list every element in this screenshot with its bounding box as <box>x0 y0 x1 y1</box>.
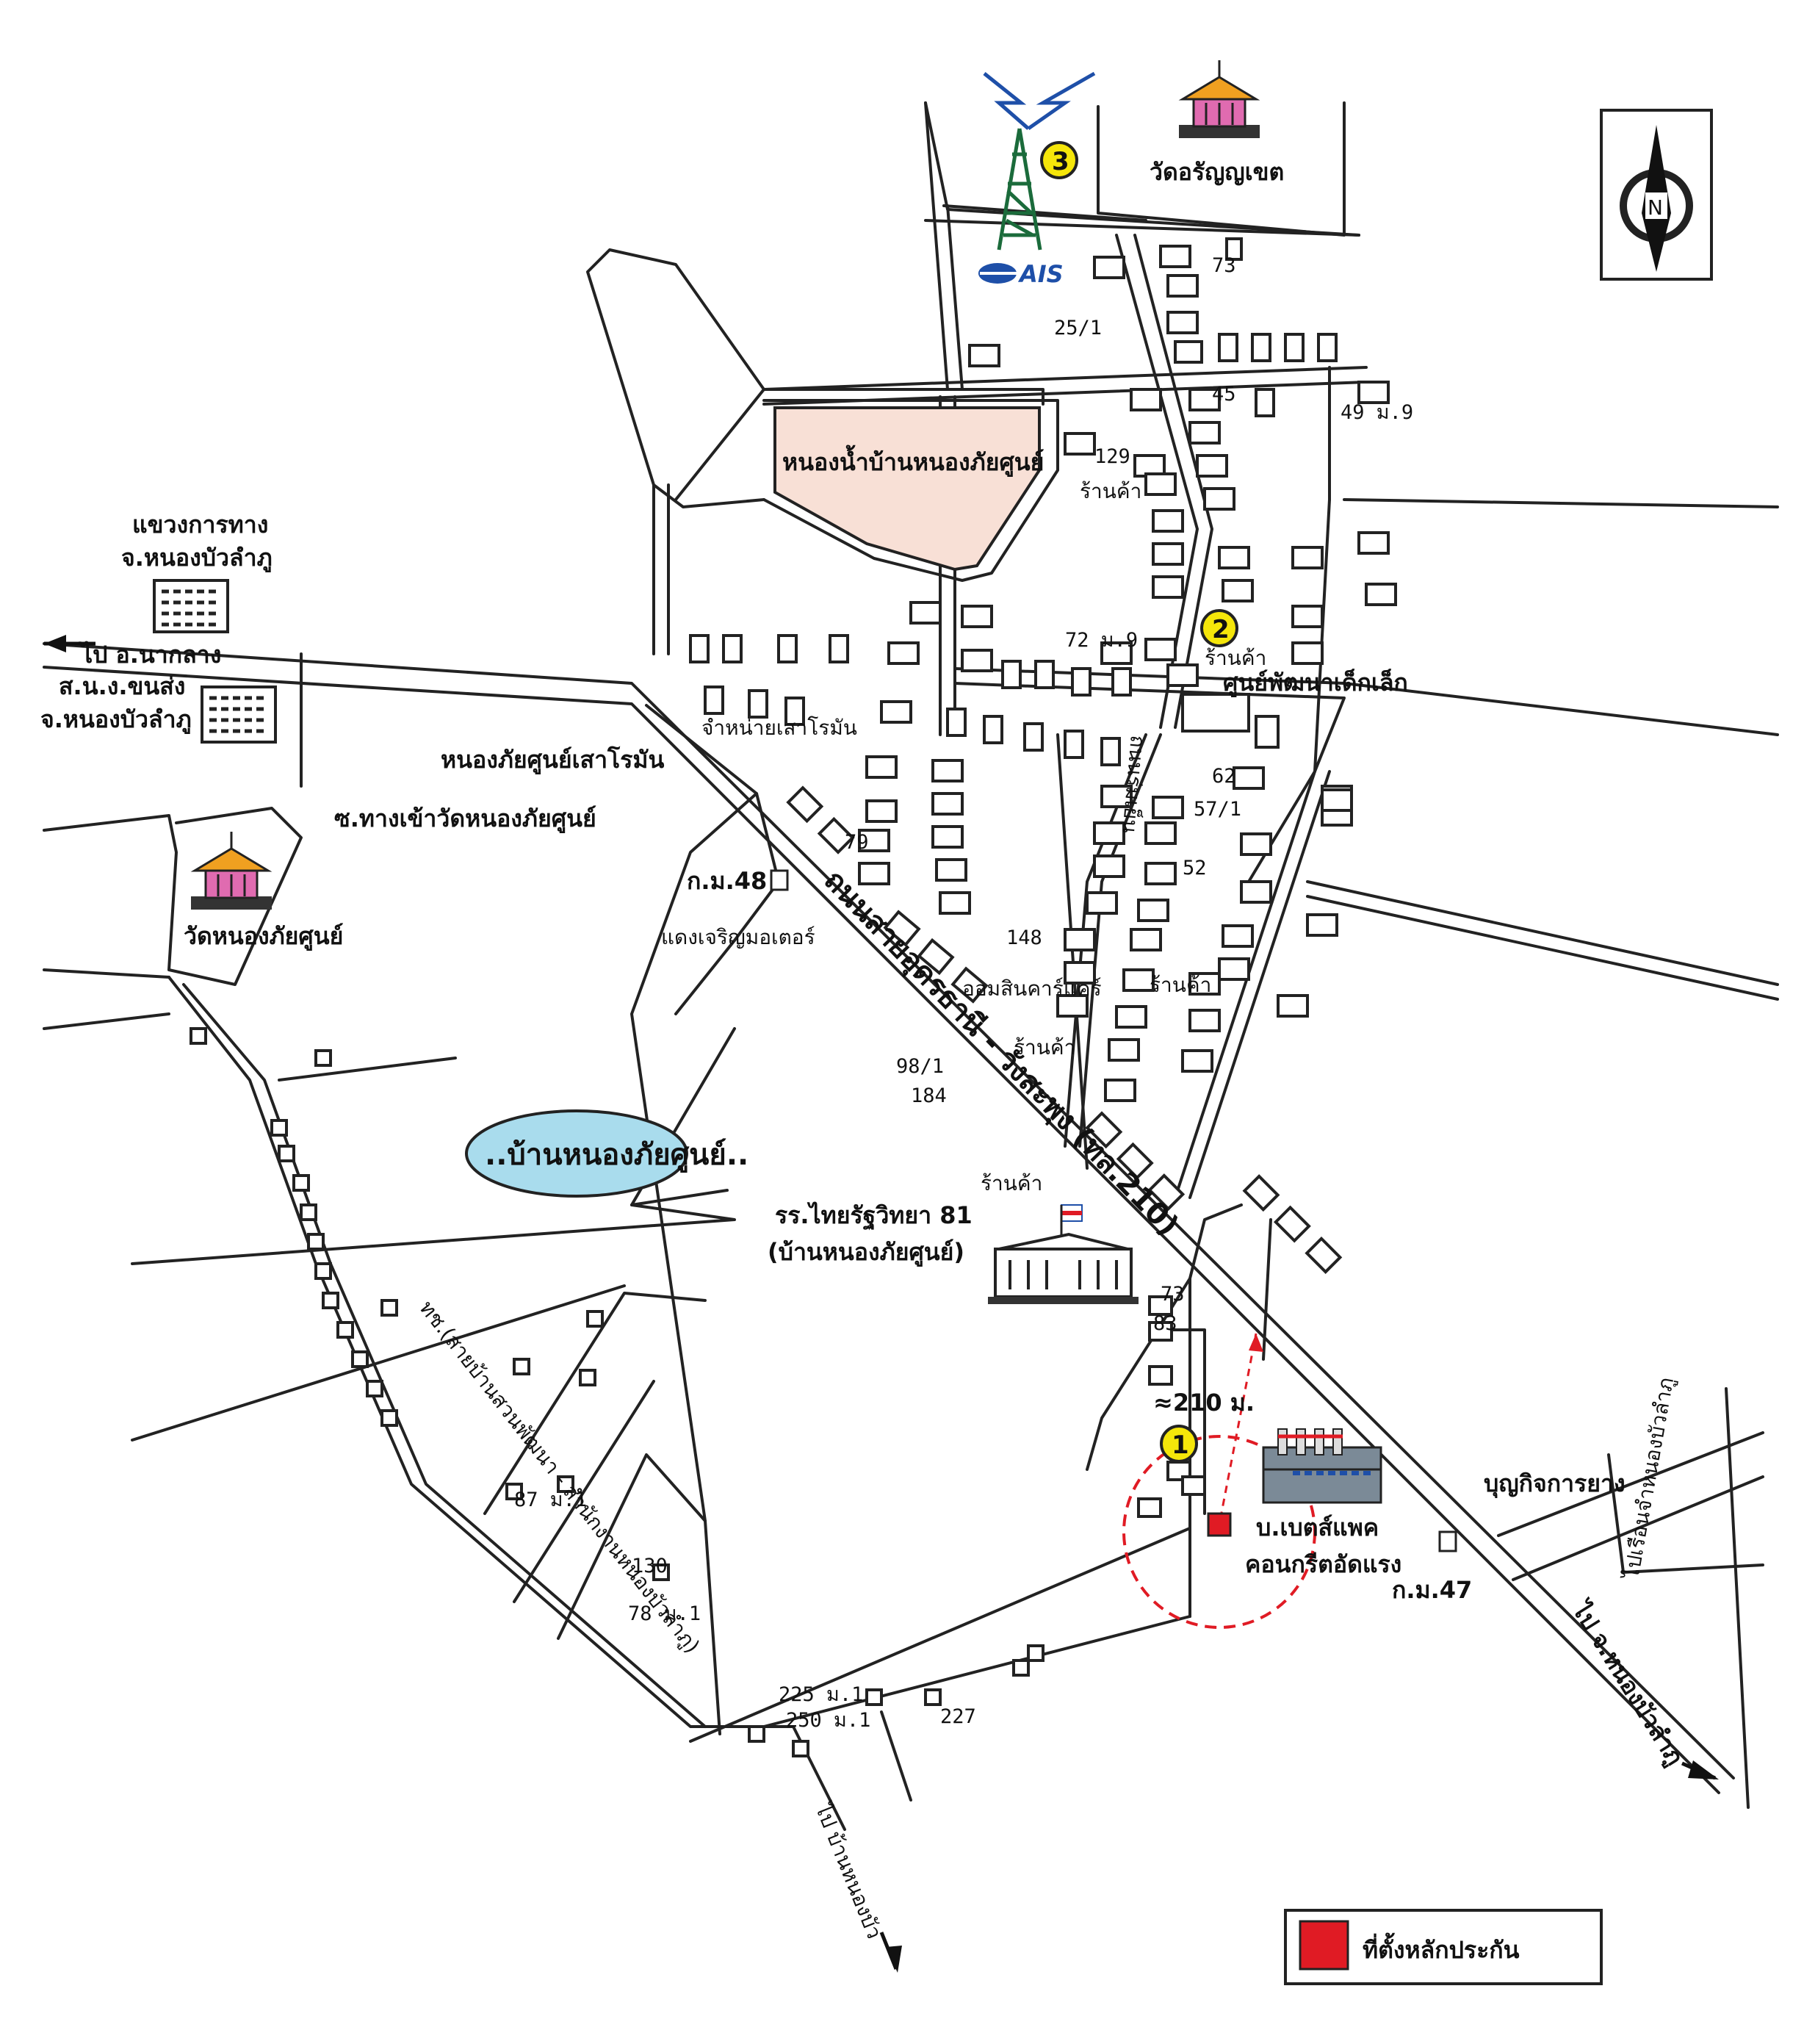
child-center-label: ศูนย์พัฒนาเด็กเล็ก <box>1223 668 1408 698</box>
signal-bolt-left-icon <box>983 72 1030 130</box>
house-number: 78 ม.1 <box>628 1602 701 1625</box>
house-number: 45 <box>1212 383 1236 406</box>
pond: หนองน้ำบ้านหนองภัยศูนย์ <box>773 406 1044 572</box>
house-number: 72 ม.9 <box>1065 629 1138 652</box>
shop-label: ร้านค้า <box>1150 973 1211 997</box>
temple-north-icon <box>1178 60 1260 138</box>
ais-label: AIS <box>1017 260 1064 288</box>
compass: N <box>1600 109 1713 281</box>
house-number: 225 ม.1 <box>779 1683 863 1706</box>
legend-swatch <box>1299 1920 1349 1971</box>
office-building-icon <box>201 685 277 744</box>
village-ellipse <box>465 1109 688 1198</box>
buildings <box>190 237 1397 1757</box>
village-label: ..บ้านหนองภัยศูนย์.. <box>485 1138 748 1173</box>
house-number: 130 <box>632 1555 668 1577</box>
house-number: 148 <box>1006 926 1042 949</box>
distance-line <box>1216 1333 1258 1533</box>
milestone-icon <box>1438 1530 1457 1552</box>
arrow-south <box>879 1932 902 1973</box>
house-number: 98/1 <box>896 1055 944 1078</box>
site-location-marker <box>1207 1512 1232 1537</box>
marker-2-number: 2 <box>1212 615 1230 644</box>
pole-shop-label: จำหน่ายเสาโรมัน <box>701 716 857 740</box>
house-number: 83 <box>1153 1312 1177 1335</box>
factory-icon <box>1262 1428 1382 1504</box>
pond-area <box>773 406 1041 572</box>
house-number: 87 ม.1 <box>514 1489 587 1511</box>
house-number: 227 <box>940 1705 976 1728</box>
temple-north-label: วัดอรัญญเขต <box>1150 158 1284 186</box>
house-number: 79 <box>845 831 869 854</box>
house-number: 129 <box>1094 445 1130 468</box>
transport-office: ส.น.ง.ขนส่ง จ.หนองบัวลำภู <box>40 672 277 744</box>
carcare-label: ออมสินคาร์แคร์ <box>962 976 1102 1001</box>
house-number: 184 <box>911 1084 947 1107</box>
temple-west: วัดหนองภัยศูนย์ <box>184 832 343 951</box>
transport-office-label-2: จ.หนองบัวลำภู <box>40 705 192 735</box>
marker-3-number: 3 <box>1052 147 1069 176</box>
village-label-group: ..บ้านหนองภัยศูนย์.. <box>465 1109 748 1198</box>
km47-marker: ก.ม.47 <box>1392 1530 1472 1604</box>
marker-1-number: 1 <box>1172 1431 1189 1460</box>
temple-west-icon <box>190 832 273 910</box>
milestone-icon <box>770 869 789 891</box>
arrow-south-east <box>1681 1760 1719 1780</box>
house-number: 73 <box>1212 254 1236 277</box>
highway-office: แขวงการทาง จ.หนองบัวลำภู <box>121 511 273 633</box>
pole-shop2-label: หนองภัยศูนย์เสาโรมัน <box>441 746 665 775</box>
temple-soi-label: ซ.ทางเข้าวัดหนองภัยศูนย์ <box>334 805 596 834</box>
km48-marker: ก.ม.48 <box>687 867 789 895</box>
school-label-1: รร.ไทยรัฐวิทยา 81 <box>775 1201 973 1231</box>
school: รร.ไทยรัฐวิทยา 81 (บ้านหนองภัยศูนย์) <box>768 1201 1139 1304</box>
rubber-label: บุญกิจการยาง <box>1484 1469 1626 1499</box>
marker-3: 3 <box>1040 141 1078 179</box>
school-building-icon <box>988 1204 1139 1304</box>
legend-label: ที่ตั้งหลักประกัน <box>1363 1932 1520 1964</box>
road-label-to-prison: ไปเรือนจำหนองบัวลำภู <box>1619 1375 1679 1582</box>
marker-1: 1 <box>1160 1425 1198 1463</box>
highway-office-label-1: แขวงการทาง <box>132 511 268 539</box>
distance-label: ≈210 ม. <box>1153 1389 1255 1417</box>
highway-edge-south <box>43 666 1720 1794</box>
house-number: 49 ม.9 <box>1341 401 1413 424</box>
compass-north-letter: N <box>1648 195 1663 220</box>
factory-label-1: บ.เบตส์แพค <box>1256 1514 1379 1541</box>
ais-tower: AIS <box>978 71 1096 288</box>
site-radius-circle <box>1122 1435 1316 1629</box>
temple-north: วัดอรัญญเขต <box>1150 60 1284 186</box>
highway-to-south-east: ไป จ.หนองบัวลำภู <box>1565 1596 1689 1771</box>
motor-shop-label: แดงเจริญมอเตอร์ <box>661 925 815 949</box>
km47-label: ก.ม.47 <box>1392 1576 1472 1604</box>
house-number: 52 <box>1183 857 1207 879</box>
house-number: 62 <box>1212 765 1236 788</box>
house-number: 25/1 <box>1054 317 1102 339</box>
site: ≈210 ม. บ.เบตส์แพค คอนกรีตอัดแรง <box>1122 1333 1401 1629</box>
signal-bolt-right-icon <box>1027 71 1096 131</box>
transport-office-label-1: ส.น.ง.ขนส่ง <box>59 672 185 700</box>
km48-label: ก.ม.48 <box>687 867 767 895</box>
house-number: 73 <box>1161 1283 1185 1306</box>
factory-label-2: คอนกรีตอัดแรง <box>1245 1550 1401 1578</box>
temple-west-label: วัดหนองภัยศูนย์ <box>184 922 343 951</box>
house-number: 57/1 <box>1194 798 1241 821</box>
shop-label: ร้านค้า <box>1080 479 1141 503</box>
shop-label: ร้านค้า <box>1014 1035 1075 1059</box>
marker-2: 2 <box>1200 609 1238 647</box>
road-label-to-south: ไป บ้านหนองบัว <box>810 1799 887 1942</box>
highway-edge-north <box>43 642 1735 1779</box>
arrow-west <box>44 635 95 652</box>
house-number: 250 ม.1 <box>786 1709 870 1732</box>
shop-label: ร้านค้า <box>981 1171 1042 1195</box>
highway-office-label-2: จ.หนองบัวลำภู <box>121 544 273 573</box>
shop-label: ร้านค้า <box>1205 646 1266 670</box>
pond-label: หนองน้ำบ้านหนองภัยศูนย์ <box>782 445 1044 478</box>
road-label-market: ถนนร่มเย็น <box>1117 734 1151 834</box>
legend: ที่ตั้งหลักประกัน <box>1284 1909 1603 1985</box>
office-building-icon <box>153 579 229 633</box>
highway-to-north-west: ไป อ.นากลาง <box>79 641 221 669</box>
school-label-2: (บ้านหนองภัยศูนย์) <box>768 1238 964 1267</box>
